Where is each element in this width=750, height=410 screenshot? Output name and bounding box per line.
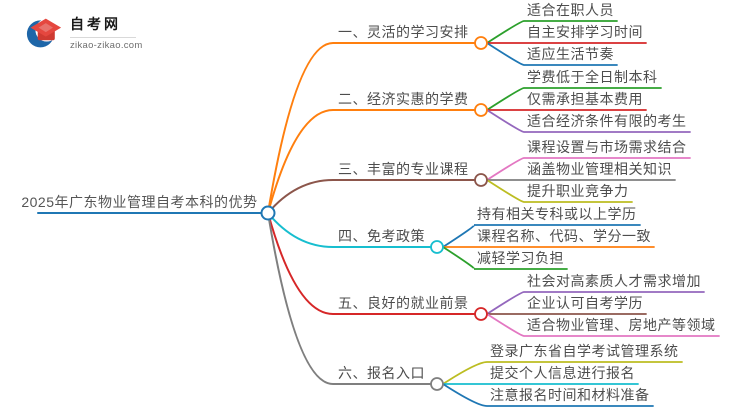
logo-text-block: 自考网 zikao-zikao.com xyxy=(70,14,143,51)
connector-line xyxy=(486,179,633,203)
branch-node-label[interactable]: 五、良好的就业前景 xyxy=(338,295,469,311)
root-node-label[interactable]: 2025年广东物业管理自考本科的优势 xyxy=(21,194,258,210)
leaf-node-label[interactable]: 适合在职人员 xyxy=(527,2,614,18)
connector-line xyxy=(267,212,476,315)
connector-line xyxy=(486,313,720,337)
connector-line xyxy=(442,383,654,407)
connector-line xyxy=(486,42,618,66)
connector-line xyxy=(442,361,683,385)
node-circle[interactable] xyxy=(260,205,276,221)
connector-line xyxy=(442,224,641,248)
branch-node-label[interactable]: 四、免考政策 xyxy=(338,228,425,244)
leaf-node-label[interactable]: 课程名称、代码、学分一致 xyxy=(477,228,651,244)
node-circle[interactable] xyxy=(474,307,488,321)
connector-line xyxy=(486,291,705,315)
logo-title: 自考网 xyxy=(70,16,121,32)
logo-domain: zikao-zikao.com xyxy=(70,40,143,51)
node-circle[interactable] xyxy=(474,173,488,187)
node-circle[interactable] xyxy=(474,36,488,50)
connector-line xyxy=(486,157,691,181)
node-circle[interactable] xyxy=(430,377,444,391)
leaf-node-label[interactable]: 提交个人信息进行报名 xyxy=(490,365,635,381)
leaf-node-label[interactable]: 自主安排学习时间 xyxy=(527,24,643,40)
connector-line xyxy=(267,179,476,214)
branch-node-label[interactable]: 二、经济实惠的学费 xyxy=(338,91,469,107)
branch-node-label[interactable]: 三、丰富的专业课程 xyxy=(338,161,469,177)
connector-line xyxy=(486,109,691,133)
leaf-node-label[interactable]: 适合物业管理、房地产等领域 xyxy=(527,317,716,333)
connector-line xyxy=(267,42,476,214)
leaf-node-label[interactable]: 涵盖物业管理相关知识 xyxy=(527,161,672,177)
leaf-node-label[interactable]: 企业认可自考学历 xyxy=(527,295,643,311)
branch-node-label[interactable]: 一、灵活的学习安排 xyxy=(338,24,469,40)
connector-line xyxy=(267,212,432,248)
connector-line xyxy=(442,246,568,270)
branch-node-label[interactable]: 六、报名入口 xyxy=(338,365,425,381)
graduation-cap-logo-icon xyxy=(26,18,62,47)
node-circle[interactable] xyxy=(430,240,444,254)
leaf-node-label[interactable]: 课程设置与市场需求结合 xyxy=(527,139,687,155)
leaf-node-label[interactable]: 登录广东省自学考试管理系统 xyxy=(490,343,679,359)
leaf-node-label[interactable]: 适应生活节奏 xyxy=(527,46,614,62)
node-circle[interactable] xyxy=(474,103,488,117)
connector-line xyxy=(267,109,476,214)
connector-line xyxy=(267,212,432,385)
connector-line xyxy=(486,20,618,44)
logo-separator xyxy=(70,37,136,38)
leaf-node-label[interactable]: 提升职业竞争力 xyxy=(527,183,629,199)
leaf-node-label[interactable]: 注意报名时间和材料准备 xyxy=(490,387,650,403)
leaf-node-label[interactable]: 适合经济条件有限的考生 xyxy=(527,113,687,129)
leaf-node-label[interactable]: 减轻学习负担 xyxy=(477,250,564,266)
leaf-node-label[interactable]: 社会对高素质人才需求增加 xyxy=(527,273,701,289)
connector-line xyxy=(486,87,662,111)
leaf-node-label[interactable]: 学费低于全日制本科 xyxy=(527,69,658,85)
leaf-node-label[interactable]: 仅需承担基本费用 xyxy=(527,91,643,107)
leaf-node-label[interactable]: 持有相关专科或以上学历 xyxy=(477,206,637,222)
site-logo[interactable]: 自考网 zikao-zikao.com xyxy=(26,14,143,51)
